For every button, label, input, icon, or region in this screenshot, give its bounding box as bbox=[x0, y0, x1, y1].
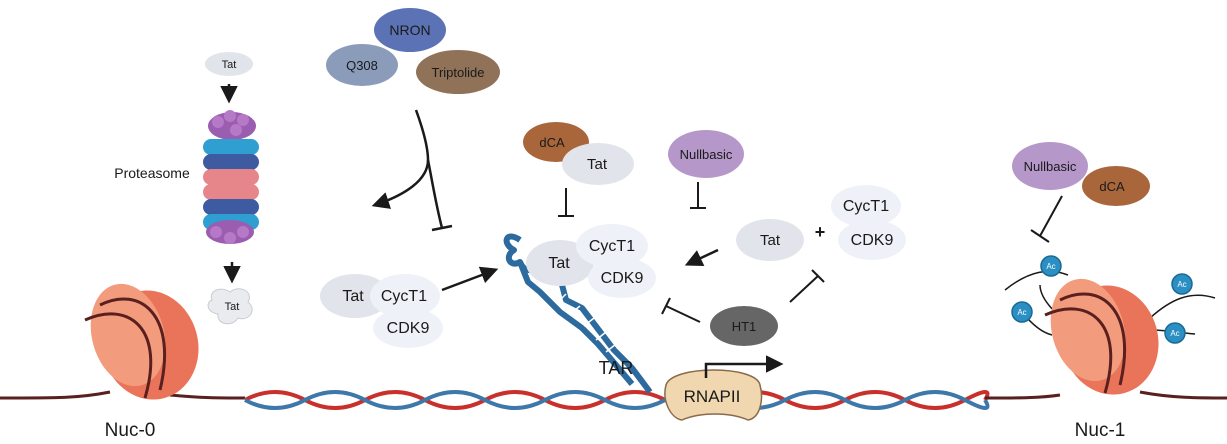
q308-node: Q308 bbox=[326, 44, 398, 86]
nron-node: NRON bbox=[374, 8, 446, 52]
nullbasic-center-node: Nullbasic bbox=[668, 130, 744, 178]
tar-label: TAR bbox=[599, 358, 634, 378]
chromatin-right bbox=[984, 390, 1227, 400]
transcription-start-arrow bbox=[704, 355, 784, 378]
svg-text:Nullbasic: Nullbasic bbox=[680, 147, 733, 162]
svg-text:Tat: Tat bbox=[225, 301, 240, 313]
arrow-complex-to-tar bbox=[441, 266, 499, 292]
inhibit-dca-tat bbox=[558, 188, 574, 217]
free-tat-node: Tat bbox=[736, 219, 804, 261]
complex-on-tar: Tat CycT1 CDK9 bbox=[526, 224, 656, 298]
svg-text:Tat: Tat bbox=[342, 288, 364, 305]
dca-tat-node: dCA Tat bbox=[523, 122, 634, 185]
svg-text:Ac: Ac bbox=[1017, 308, 1026, 317]
nucleosome-nuc1 bbox=[1044, 278, 1159, 395]
svg-text:dCA: dCA bbox=[539, 135, 565, 150]
acetyl-mark: Ac bbox=[1011, 301, 1033, 323]
nuc1-label: Nuc-1 bbox=[1075, 420, 1126, 441]
chromatin-left bbox=[0, 390, 246, 400]
nullbasic-right-node: Nullbasic bbox=[1012, 142, 1088, 190]
tat-top-node: Tat bbox=[205, 52, 253, 76]
svg-text:CDK9: CDK9 bbox=[601, 270, 644, 287]
dca-right-node: dCA bbox=[1082, 166, 1150, 206]
svg-text:CycT1: CycT1 bbox=[381, 288, 427, 305]
svg-text:HT1: HT1 bbox=[732, 319, 757, 334]
plus-sign: + bbox=[815, 222, 826, 242]
inhibit-right bbox=[1030, 195, 1063, 243]
svg-text:Nullbasic: Nullbasic bbox=[1024, 159, 1077, 174]
svg-text:Triptolide: Triptolide bbox=[432, 65, 485, 80]
acetyl-marks: Ac Ac Ac Ac bbox=[1011, 255, 1193, 344]
nucleosome-nuc0 bbox=[84, 283, 199, 400]
tat-degraded-node: Tat bbox=[207, 288, 253, 325]
inhibitor-branch bbox=[371, 109, 453, 232]
proteasome-icon bbox=[203, 110, 259, 244]
svg-text:CDK9: CDK9 bbox=[851, 232, 894, 249]
svg-text:dCA: dCA bbox=[1099, 179, 1125, 194]
svg-text:Ac: Ac bbox=[1046, 262, 1055, 271]
svg-text:Ac: Ac bbox=[1177, 280, 1186, 289]
rnapii-node: RNAPII bbox=[664, 369, 763, 421]
dna-double-helix bbox=[244, 390, 990, 410]
arrow-free-to-tar bbox=[684, 248, 719, 267]
svg-text:Tat: Tat bbox=[222, 59, 237, 71]
acetyl-mark: Ac bbox=[1171, 273, 1193, 295]
svg-text:CycT1: CycT1 bbox=[843, 198, 889, 215]
svg-text:NRON: NRON bbox=[389, 22, 430, 38]
svg-text:Tat: Tat bbox=[760, 232, 781, 249]
svg-text:Q308: Q308 bbox=[346, 58, 378, 73]
inhibit-ht1-right bbox=[789, 269, 825, 303]
inhibit-nullbasic bbox=[690, 182, 706, 209]
inhibit-ht1-left bbox=[661, 297, 701, 323]
nuc0-label: Nuc-0 bbox=[105, 420, 156, 441]
acetyl-mark: Ac bbox=[1164, 322, 1186, 344]
svg-text:Tat: Tat bbox=[587, 156, 608, 173]
svg-text:CDK9: CDK9 bbox=[387, 320, 430, 337]
complex-left: Tat CycT1 CDK9 bbox=[320, 274, 443, 348]
proteasome-label: Proteasome bbox=[114, 165, 190, 181]
svg-text:Ac: Ac bbox=[1170, 329, 1179, 338]
ht1-node: HT1 bbox=[710, 306, 778, 346]
acetyl-mark: Ac bbox=[1040, 255, 1062, 277]
triptolide-node: Triptolide bbox=[416, 50, 500, 94]
svg-text:CycT1: CycT1 bbox=[589, 238, 635, 255]
svg-text:RNAPII: RNAPII bbox=[684, 387, 741, 406]
free-cyct1-cdk9: CycT1 CDK9 bbox=[831, 185, 906, 260]
svg-text:Tat: Tat bbox=[548, 255, 570, 272]
